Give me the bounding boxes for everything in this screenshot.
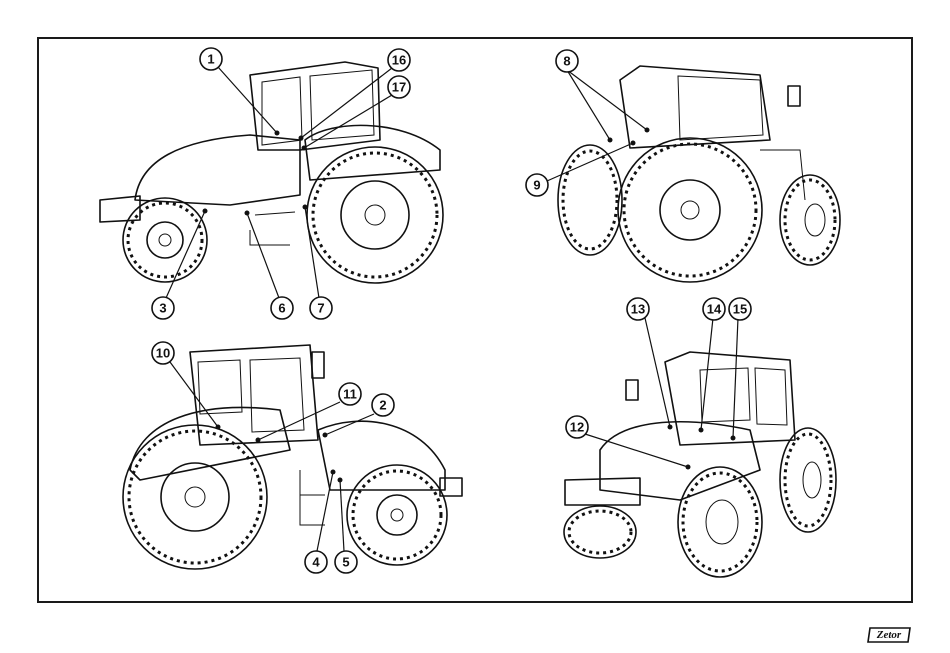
callout-6: 6: [271, 297, 293, 319]
callout-5: 5: [335, 551, 357, 573]
callout-4-label: 4: [312, 555, 320, 570]
callout-3-label: 3: [159, 301, 166, 316]
callout-2-label: 2: [379, 398, 386, 413]
callout-6-label: 6: [278, 301, 285, 316]
zetor-logo: Zetor: [864, 625, 914, 645]
callout-4: 4: [305, 551, 327, 573]
callout-8: 8: [556, 50, 578, 72]
callout-17: 17: [388, 76, 410, 98]
callout-9: 9: [526, 174, 548, 196]
callout-15: 15: [729, 298, 751, 320]
callout-14-label: 14: [707, 302, 722, 317]
callout-16: 16: [388, 49, 410, 71]
callout-12: 12: [566, 416, 588, 438]
tractor-right-side-view: [123, 345, 462, 569]
tractor-front-right-view: [564, 352, 836, 577]
callout-16-label: 16: [392, 53, 406, 68]
tractor-rear-view: [558, 66, 840, 282]
logo-text: Zetor: [864, 625, 914, 645]
callout-8-label: 8: [563, 54, 570, 69]
callout-13: 13: [627, 298, 649, 320]
callout-3: 3: [152, 297, 174, 319]
callout-1: 1: [200, 48, 222, 70]
callout-2: 2: [372, 394, 394, 416]
callout-10: 10: [152, 342, 174, 364]
callout-9-label: 9: [533, 178, 540, 193]
callout-12-label: 12: [570, 420, 584, 435]
callout-10-label: 10: [156, 346, 170, 361]
callout-11-label: 11: [343, 387, 357, 402]
callout-5-label: 5: [342, 555, 349, 570]
callout-14: 14: [703, 298, 725, 320]
callout-7: 7: [310, 297, 332, 319]
callout-7-label: 7: [317, 301, 324, 316]
callout-11: 11: [339, 383, 361, 405]
callout-13-label: 13: [631, 302, 645, 317]
callout-17-label: 17: [392, 80, 406, 95]
callout-1-label: 1: [207, 52, 214, 67]
callout-15-label: 15: [733, 302, 747, 317]
